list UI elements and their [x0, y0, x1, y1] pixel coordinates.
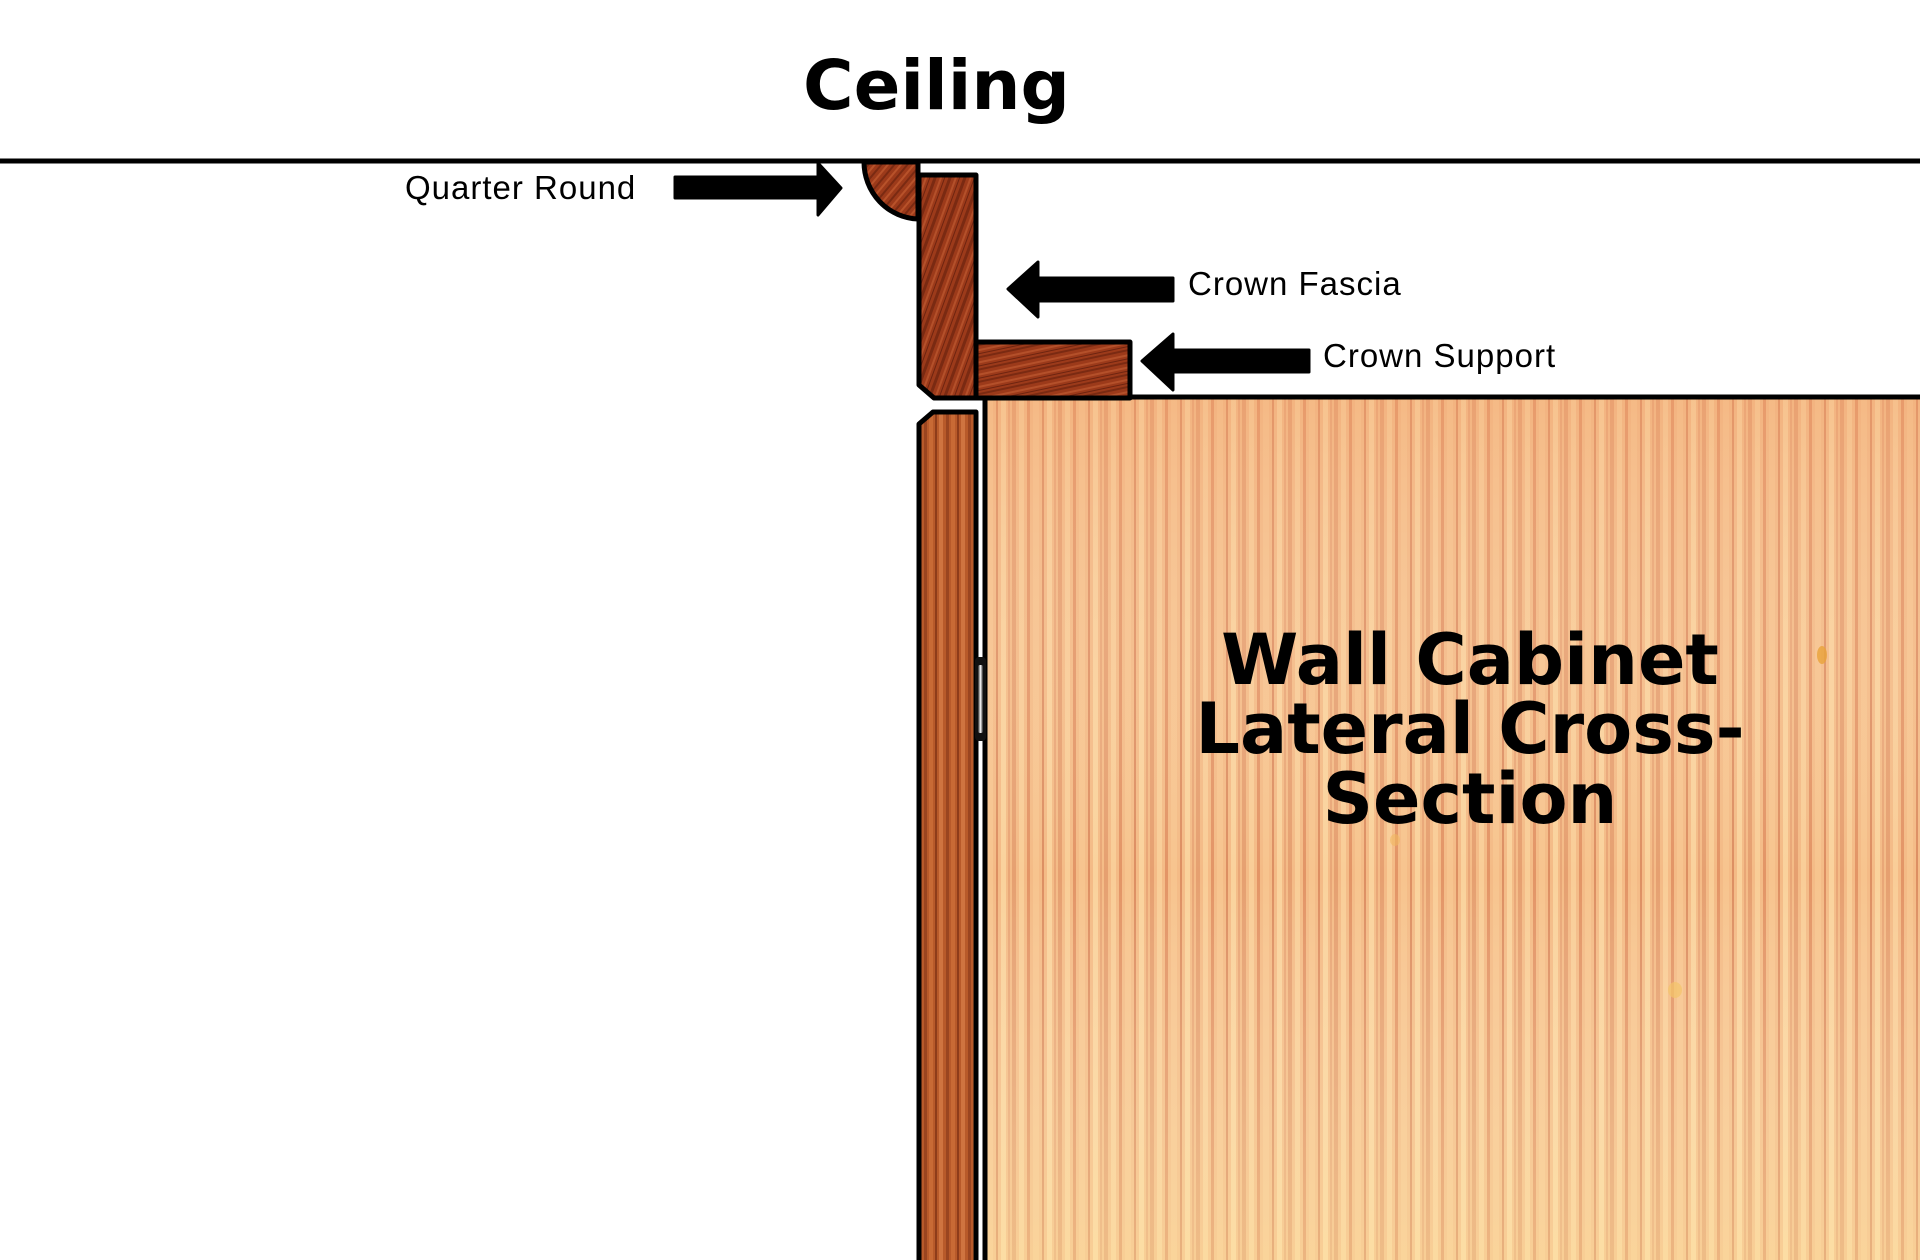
crown-support-block	[973, 339, 1133, 401]
wall-cabinet-body	[982, 394, 1920, 1260]
quarter-round-label: Quarter Round	[405, 169, 637, 206]
arrow-left-icon	[1006, 260, 1175, 319]
arrow-left-icon	[1140, 332, 1311, 392]
ceiling-label: Ceiling	[803, 46, 1070, 126]
cabinet-door-panel	[916, 409, 979, 1260]
arrow-right-icon	[673, 161, 843, 217]
quarter-round-molding	[861, 159, 921, 222]
door-bumper-highlight	[978, 665, 983, 733]
crown-fascia-board	[916, 172, 979, 401]
crown-fascia-label: Crown Fascia	[1188, 265, 1402, 302]
cabinet-title-line-2: Lateral Cross-Section	[1195, 688, 1745, 840]
crown-support-label: Crown Support	[1323, 337, 1557, 374]
cabinet-title-line-1: Wall Cabinet	[1221, 619, 1719, 701]
